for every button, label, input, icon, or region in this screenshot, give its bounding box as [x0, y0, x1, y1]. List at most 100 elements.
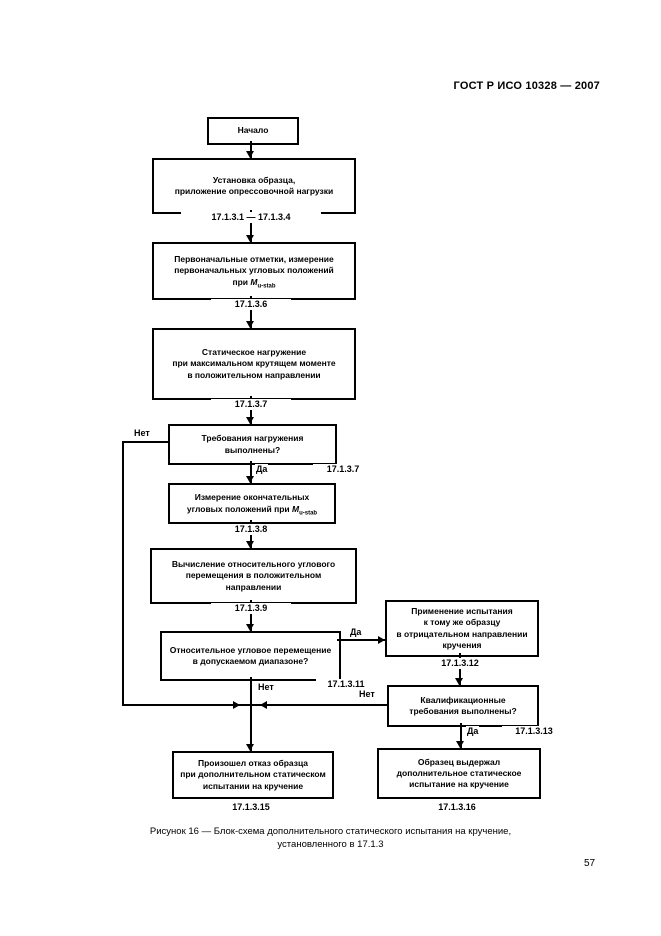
node-load-check: Требования нагружения выполнены? [168, 424, 337, 465]
figure-caption-line2: установленного в 17.1.3 [277, 839, 384, 850]
ref-label-negative-test: 17.1.3.12 [424, 658, 496, 669]
text-line: в положительном направлении [187, 369, 321, 380]
connector-line [337, 639, 385, 641]
ref-label-final-measure: 17.1.3.8 [211, 524, 291, 535]
edge-label-yes: Да [349, 627, 363, 638]
text-line: Начало [237, 125, 269, 136]
node-setup: Установка образца, приложение опрессовоч… [152, 158, 356, 214]
arrowhead-down-icon [455, 678, 463, 685]
ref-label-pass-result: 17.1.3.16 [417, 802, 497, 813]
text-line: Установка образца, [212, 174, 296, 185]
text-line: требования выполнены? [409, 706, 517, 716]
connector-line [122, 704, 389, 706]
figure-caption-line1: Рисунок 16 — Блок-схема дополнительного … [149, 826, 512, 837]
connector-line [250, 677, 252, 706]
arrowhead-down-icon [246, 151, 254, 158]
ref-label-static-loading: 17.1.3.7 [211, 399, 291, 410]
moment-symbol: M [250, 276, 258, 287]
arrowhead-down-icon [246, 235, 254, 242]
moment-symbol: M [292, 503, 300, 514]
text-line: к тому же образцу [423, 617, 501, 628]
connector-line [460, 723, 462, 748]
node-load-check-text: Требования нагружения выполнены? [170, 433, 335, 455]
text-line: Образец выдержал [417, 756, 501, 767]
text-line: в допускаемом диапазоне? [192, 656, 309, 666]
arrowhead-down-icon [246, 744, 254, 751]
ref-label-setup: 17.1.3.1 — 17.1.3.4 [181, 212, 321, 223]
node-pass-result-text: Образец выдержал дополнительное статичес… [379, 757, 539, 791]
text-line: Применение испытания [411, 606, 513, 617]
node-calc-displacement: Вычисление относительного углового перем… [150, 548, 357, 604]
text-line: направлении [225, 581, 282, 592]
node-initial-marks-text: Первоначальные отметки, измерение первон… [154, 254, 354, 289]
connector-line [250, 210, 252, 242]
document-code: ГОСТ Р ИСО 10328 — 2007 [453, 80, 600, 92]
node-initial-marks: Первоначальные отметки, измерение первон… [152, 242, 356, 300]
arrowhead-right-icon [233, 701, 240, 709]
connector-line [250, 396, 252, 424]
node-static-loading: Статическое нагружение при максимальном … [152, 328, 356, 400]
text-line: первоначальных угловых положений [174, 265, 334, 276]
connector-line [250, 704, 252, 751]
edge-label-yes: Да [466, 726, 480, 737]
text-line: кручения [442, 639, 482, 650]
text-line: Требования нагружения [201, 433, 304, 444]
connector-line [122, 441, 168, 443]
connector-line [122, 441, 124, 706]
page-number: 57 [584, 858, 596, 869]
connector-line [250, 461, 252, 483]
arrowhead-down-icon [246, 417, 254, 424]
text-line: испытании на кручение [202, 780, 304, 791]
node-range-check: Относительное угловое перемещение в допу… [160, 631, 341, 681]
text-line: Измерение окончательных [194, 492, 310, 503]
edge-label-no: Нет [358, 689, 376, 700]
arrowhead-down-icon [246, 476, 254, 483]
ref-label-load-check-yes: 17.1.3.7 [313, 464, 373, 475]
edge-label-yes: Да [255, 464, 269, 475]
node-final-measure: Измерение окончательных угловых положени… [168, 483, 336, 524]
arrowhead-down-icon [246, 624, 254, 631]
connector-line [250, 600, 252, 631]
text-line: Вычисление относительного углового [171, 559, 336, 570]
connector-line [250, 141, 252, 158]
arrowhead-down-icon [456, 741, 464, 748]
node-fail-result-text: Произошел отказ образца при дополнительн… [174, 758, 332, 792]
text-line: дополнительное статическое [396, 767, 522, 778]
node-pass-result: Образец выдержал дополнительное статичес… [377, 748, 541, 799]
ref-label-qualification-yes: 17.1.3.13 [502, 726, 566, 737]
ref-label-calc-displacement: 17.1.3.9 [211, 603, 291, 614]
ref-label-fail-result: 17.1.3.15 [211, 802, 291, 813]
node-negative-test: Применение испытания к тому же образцу в… [385, 600, 539, 657]
arrowhead-right-icon [378, 636, 385, 644]
text-line: в отрицательном направлении [396, 628, 528, 639]
node-final-measure-text: Измерение окончательных угловых положени… [170, 492, 334, 517]
node-setup-text: Установка образца, приложение опрессовоч… [154, 175, 354, 197]
node-range-check-text: Относительное угловое перемещение в допу… [162, 645, 339, 667]
text-line: выполнены? [224, 444, 281, 455]
node-fail-result: Произошел отказ образца при дополнительн… [172, 751, 334, 799]
text-line: Произошел отказ образца [197, 758, 309, 769]
node-qualification-check-text: Квалификационные требования выполнены? [389, 695, 537, 717]
moment-subscript: u-stab [299, 510, 318, 517]
connector-line [250, 296, 252, 328]
text-line: испытание на кручение [409, 779, 509, 790]
text-line: перемещения в положительном [185, 570, 322, 581]
text-line: Статическое нагружение [201, 347, 307, 358]
arrowhead-down-icon [246, 541, 254, 548]
text-line-moment: угловых положений при Mu-stab [170, 503, 334, 517]
node-start-text: Начало [209, 125, 297, 136]
arrowhead-left-icon [260, 701, 267, 709]
text-line: при дополнительном статическом [180, 769, 326, 780]
text-fragment: при [232, 276, 251, 287]
edge-label-no: Нет [133, 428, 151, 439]
node-qualification-check: Квалификационные требования выполнены? [387, 685, 539, 727]
node-static-loading-text: Статическое нагружение при максимальном … [154, 347, 354, 381]
arrowhead-down-icon [246, 321, 254, 328]
node-negative-test-text: Применение испытания к тому же образцу в… [387, 606, 537, 651]
node-start: Начало [207, 117, 299, 145]
text-line: приложение опрессовочной нагрузки [174, 186, 334, 196]
text-line: Первоначальные отметки, измерение [174, 254, 334, 265]
ref-label-range-check-no: 17.1.3.11 [316, 679, 376, 690]
text-fragment: угловых положений при [186, 503, 292, 514]
